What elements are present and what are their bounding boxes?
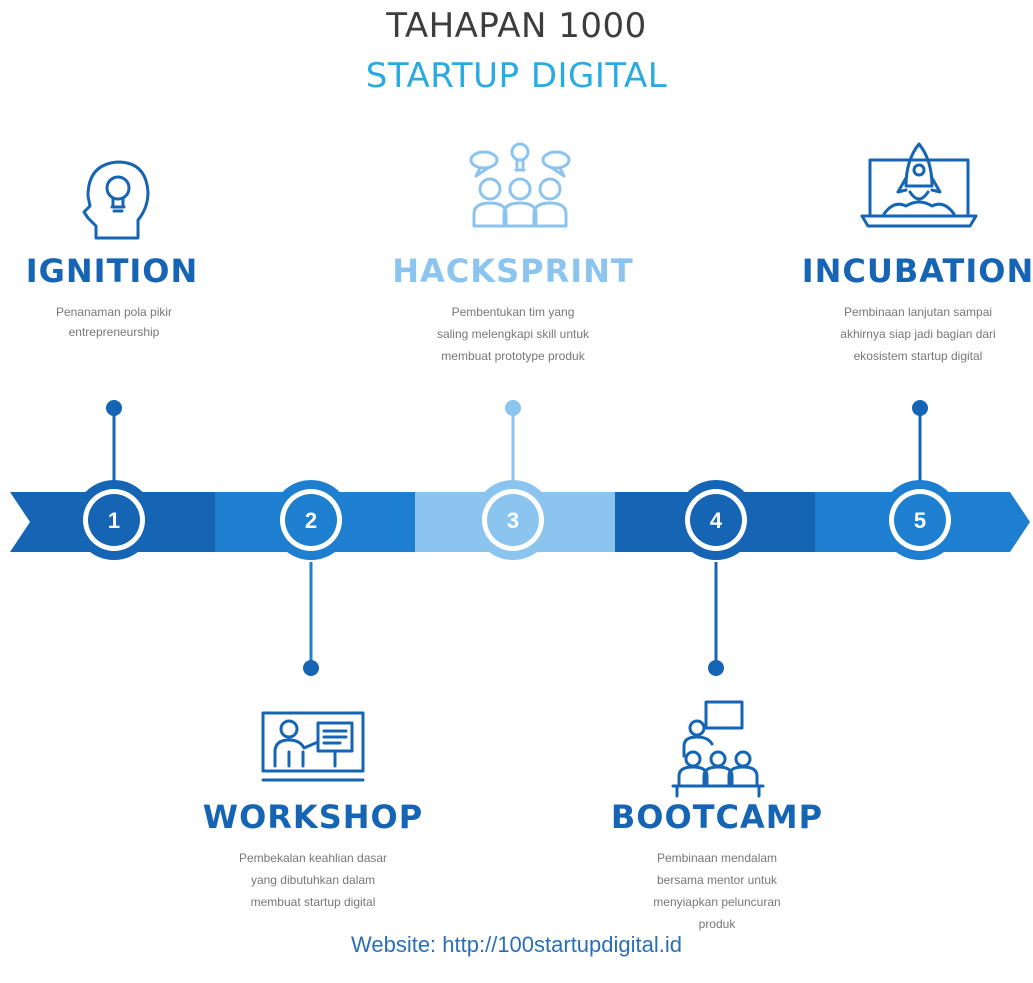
stage-desc-1-line1: Penanaman pola pikir: [56, 305, 172, 319]
stage-title-workshop: WORKSHOP: [203, 798, 423, 836]
connector-dot-2: [303, 660, 319, 676]
stage-desc-2-line2: yang dibutuhkan dalam: [251, 873, 375, 887]
stage-desc-5-line1: Pembinaan lanjutan sampai: [844, 305, 992, 319]
stage-desc-2-line1: Pembekalan keahlian dasar: [239, 851, 387, 865]
stage-desc-3-line3: membuat prototype produk: [441, 349, 585, 363]
rocket-laptop-icon: [860, 142, 978, 228]
connector-dot-4: [708, 660, 724, 676]
stage-desc-4-line3: menyiapkan peluncuran: [653, 895, 780, 909]
step-number-3: 3: [507, 508, 519, 533]
step-number-4: 4: [710, 508, 723, 533]
step-number-1: 1: [108, 508, 120, 533]
stage-title-incubation: INCUBATION: [802, 252, 1033, 290]
stage-desc-1-line2: entrepreneurship: [69, 325, 160, 339]
step-marker-4: 4: [676, 480, 756, 560]
connector-dot-1: [106, 400, 122, 416]
stage-desc-3-line2: saling melengkapi skill untuk: [437, 327, 590, 341]
stage-desc-5-line3: ekosistem startup digital: [854, 349, 983, 363]
stage-desc-4-line4: produk: [699, 917, 737, 931]
step-marker-2: 2: [271, 480, 351, 560]
stage-desc-4-line2: bersama mentor untuk: [657, 873, 778, 887]
stage-desc-5-line2: akhirnya siap jadi bagian dari: [840, 327, 995, 341]
head-lightbulb-icon: [82, 160, 150, 240]
classroom-icon: [671, 700, 765, 798]
page-title-line2: STARTUP DIGITAL: [365, 56, 668, 96]
stage-desc-4-line1: Pembinaan mendalam: [657, 851, 777, 865]
presentation-board-icon: [261, 711, 365, 782]
stage-title-ignition: IGNITION: [26, 252, 199, 290]
page-title-line1: TAHAPAN 1000: [386, 6, 647, 46]
team-idea-icon: [469, 142, 571, 228]
step-marker-3: 3: [473, 480, 553, 560]
step-number-5: 5: [914, 508, 926, 533]
stage-title-hacksprint: HACKSPRINT: [392, 252, 633, 290]
website-link[interactable]: Website: http://100startupdigital.id: [350, 932, 682, 957]
connector-dot-5: [912, 400, 928, 416]
stage-title-bootcamp: BOOTCAMP: [611, 798, 823, 836]
step-marker-1: 1: [74, 480, 154, 560]
step-number-2: 2: [305, 508, 317, 533]
connector-dot-3: [505, 400, 521, 416]
stage-desc-2-line3: membuat startup digital: [251, 895, 376, 909]
stage-desc-3-line1: Pembentukan tim yang: [452, 305, 575, 319]
step-marker-5: 5: [880, 480, 960, 560]
